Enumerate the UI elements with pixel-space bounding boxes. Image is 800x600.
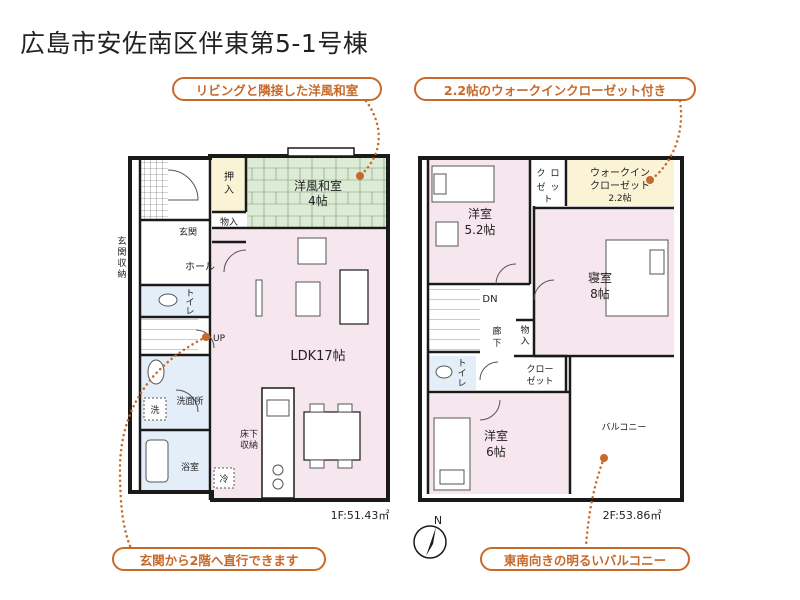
f1-toilet-1: ト [185,289,194,299]
svg-text:廊下: 廊下 [492,325,501,349]
f2-closet1-4: ッ [550,183,559,193]
f2-balcony-label: バルコニー [602,422,647,433]
connector-western-japanese [358,99,380,178]
f1-washer-label: 洗 [150,404,159,416]
f1-genkan-label: 玄関 [179,226,197,238]
svg-text:押入: 押入 [224,170,234,196]
f2-western1-size: 5.2帖 [464,222,495,237]
svg-text:物入: 物入 [520,324,529,347]
callout-walk-in-closet: 2.2帖のウォークインクローゼット付き [414,77,696,101]
floor2-plan: 洋室 5.2帖 クロゼット ウォークイン クローゼット 2.2帖 寝室 8帖 D… [418,156,684,522]
f2-outer-wall [418,156,684,502]
f1-western-japanese-floor [247,158,387,228]
connector-balcony [584,456,606,548]
compass-north-label: N [434,514,442,527]
f2-wic-size: 2.2帖 [608,192,631,204]
f1-hall-label: ホール [185,261,215,273]
f2-dn-label: DN [482,294,497,305]
f1-dining-table [303,411,361,461]
f2-area-label: 2F:53.86㎡ [603,509,662,522]
compass-icon: N [413,514,447,559]
f2-closet1-2: ロ [550,169,559,179]
f2-closet1-3: ゼ [536,181,545,193]
f1-up-label: UP [213,334,226,344]
f1-oshiire-floor [212,158,246,212]
f2-toilet-2: イ [457,369,466,379]
f2-corridor-1: 廊 [492,325,501,337]
f1-sofa [339,269,369,325]
callout-balcony: 東南向きの明るいバルコニー [480,547,690,571]
f2-western2-size: 6帖 [486,444,506,459]
f1-oshiire-label-1: 押 [224,170,234,183]
f1-toilet-3: レ [185,307,194,317]
f2-closet1-5: ト [543,195,552,205]
f2-western1-label: 洋室 [468,206,492,221]
callout-entrance-to-2f: 玄関から2階へ直行できます [112,547,326,571]
svg-text:トイレ: トイレ [457,359,466,389]
f1-underfloor-1: 床下 [240,428,258,440]
f2-wic-label-2: クローゼット [590,180,650,192]
f2-wic-floor [568,158,674,206]
f2-stairs [428,288,480,350]
f1-underfloor-2: 収納 [240,439,258,451]
callout-western-japanese-room: リビングと隣接した洋風和室 [172,77,382,101]
f1-outer-wall [128,154,390,502]
f1-stairs [140,318,198,354]
f2-western2-label: 洋室 [484,428,508,443]
f1-western-japanese-size: 4帖 [308,193,328,208]
f2-nyu-1: 物 [520,324,529,336]
svg-text:玄関収納: 玄関収納 [117,235,126,280]
f1-genkan-storage-2: 関 [117,247,126,258]
svg-text:トイレ: トイレ [185,289,194,317]
f1-genkan-tiles [140,158,168,220]
f1-area-label: 1F:51.43㎡ [331,509,390,522]
f2-closet2-1: クロー [526,364,553,375]
f2-toilet-3: レ [457,379,466,389]
f2-bedroom-label: 寝室 [588,270,612,285]
f1-genkan-storage-3: 収 [117,257,126,269]
f2-toilet-1: ト [457,359,466,369]
f1-bath-label: 浴室 [181,461,199,473]
page-title: 広島市安佐南区伴東第5-1号棟 [20,29,369,58]
svg-text:床下収納: 床下収納 [240,428,258,451]
f2-corridor-2: 下 [492,339,501,349]
f2-closet2-2: ゼット [526,375,553,387]
f2-wic-label-1: ウォークイン [590,167,650,179]
f1-washroom-label: 洗面所 [176,395,203,407]
f1-oshiire-label-2: 入 [224,185,234,196]
f2-closet1-1: ク [536,168,545,179]
f1-genkan-storage-1: 玄 [117,235,126,247]
f1-toilet-2: イ [185,298,194,308]
f1-ldk-label: LDK17帖 [290,349,345,364]
f1-western-japanese-label: 洋風和室 [294,178,342,193]
f1-fridge-label: 冷 [219,473,228,485]
svg-text:クローゼット: クローゼット [526,364,553,387]
f1-genkan-storage-4: 納 [117,268,126,280]
connector-walk-in-closet [648,99,683,182]
floor1-plan: 押入 洋風和室 4帖 物入 玄関 玄関収納 ホール トイレ UP LDK17帖 … [117,147,390,522]
f2-nyu-2: 入 [520,336,529,347]
f1-nyu-label: 物入 [220,216,238,228]
f2-bedroom-size: 8帖 [590,286,610,301]
